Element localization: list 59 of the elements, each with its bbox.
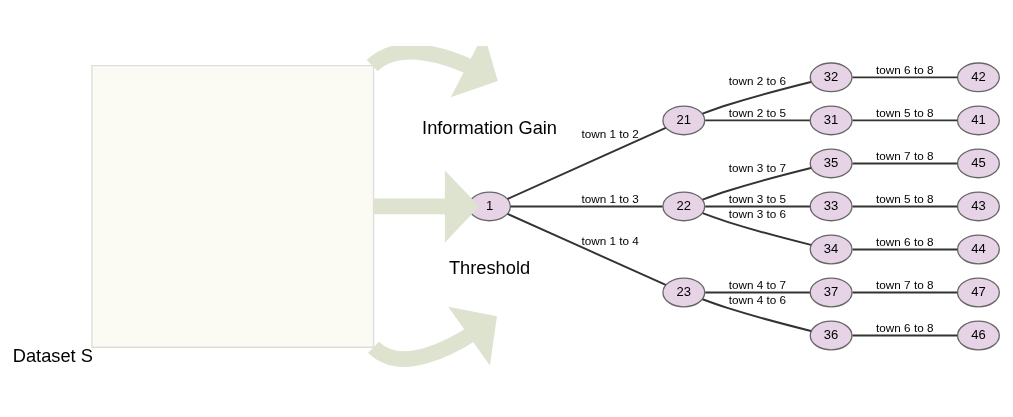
node-ellipse: 1 [468, 190, 512, 221]
edge-label: town 6 to 8 [876, 62, 934, 76]
connector [701, 166, 812, 201]
connector [851, 291, 959, 293]
edge-label: town 5 to 8 [876, 191, 934, 205]
node-ellipse: 23 [662, 277, 706, 307]
node-ellipse: 36 [809, 320, 853, 350]
edge-label: town 6 to 8 [876, 234, 934, 248]
connector [851, 247, 959, 250]
edge-label: town 2 to 6 [728, 73, 787, 87]
node-ellipse: 41 [956, 104, 1000, 135]
edge-label: town 1 to 2 [581, 126, 639, 140]
connector [851, 118, 959, 121]
arrow [368, 306, 497, 367]
connector [704, 204, 811, 207]
node-ellipse: 37 [809, 277, 853, 307]
connector [704, 118, 811, 121]
arrow [367, 45, 498, 97]
node-ellipse: 33 [809, 190, 853, 221]
node-ellipse: 21 [662, 104, 706, 135]
connector [851, 204, 959, 207]
edge-label: town 3 to 7 [728, 159, 787, 173]
node-ellipse: 35 [809, 147, 853, 178]
node-ellipse: 47 [956, 277, 1000, 307]
node-ellipse: 34 [809, 233, 853, 264]
node-label: Dataset S [12, 344, 93, 366]
connector [851, 75, 959, 78]
label: Threshold [448, 256, 531, 278]
edge-label: town 3 to 5 [728, 191, 787, 205]
connector [506, 126, 667, 200]
connector [509, 204, 664, 207]
node-ellipse: 45 [956, 147, 1000, 178]
edge-label: town 2 to 5 [728, 105, 787, 119]
edge-label: town 7 to 8 [876, 148, 934, 162]
node-ellipse: 46 [956, 320, 1000, 350]
edge-label: town 4 to 6 [728, 292, 787, 306]
node-ellipse: 31 [809, 104, 853, 135]
connector [701, 80, 812, 115]
arrow [373, 169, 480, 242]
connector [851, 161, 959, 164]
node-box [91, 64, 375, 348]
connector [506, 212, 667, 286]
node-ellipse: 42 [956, 61, 1000, 92]
edge-label: town 5 to 8 [876, 105, 934, 119]
edge-label: town 6 to 8 [876, 320, 934, 334]
connector [701, 297, 812, 332]
node-ellipse: 44 [956, 233, 1000, 264]
edge-label: town 4 to 7 [728, 277, 787, 291]
node-ellipse: 22 [662, 190, 706, 221]
connector [851, 334, 959, 336]
node-ellipse: 32 [809, 61, 853, 92]
label: Information Gain [422, 116, 558, 138]
connector [704, 291, 811, 293]
edge-label: town 1 to 3 [581, 191, 639, 205]
edge-label: town 3 to 6 [728, 206, 787, 220]
node-ellipse: 43 [956, 190, 1000, 221]
edge-label: town 1 to 4 [581, 233, 639, 246]
connector [701, 211, 812, 246]
edge-label: town 7 to 8 [876, 277, 934, 291]
